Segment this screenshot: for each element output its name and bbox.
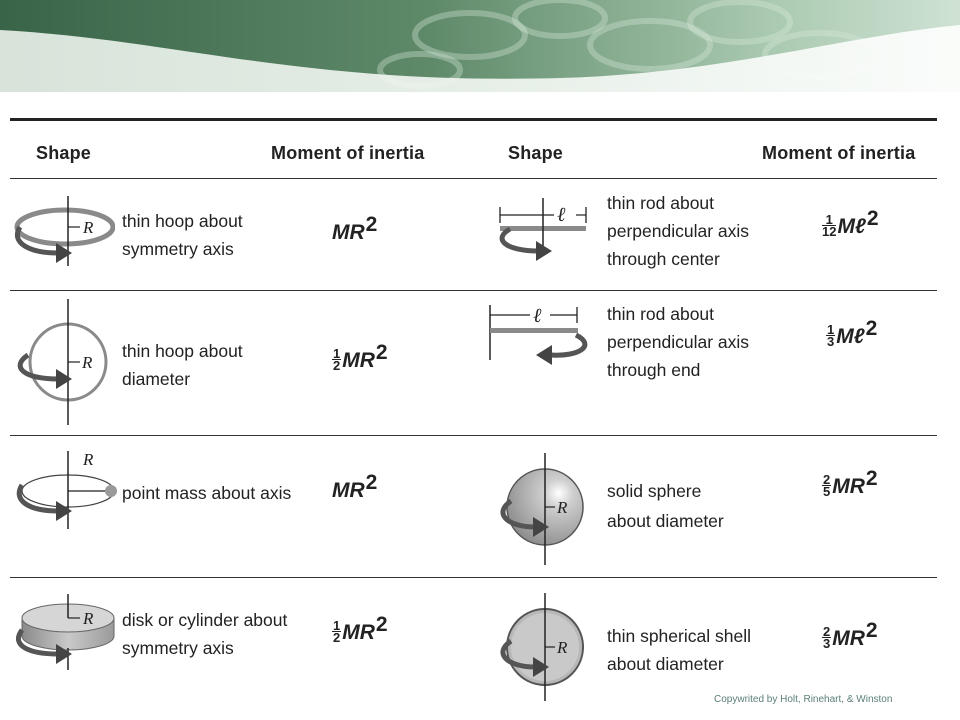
- row1-left-description: thin hoop about symmetry axis: [122, 211, 243, 259]
- solid-sphere-icon: R: [500, 453, 584, 565]
- row-divider: [10, 178, 937, 179]
- spherical-shell-icon: R: [500, 593, 584, 701]
- svg-text:ℓ: ℓ: [557, 204, 566, 226]
- row2-right-description: thin rod about perpendicular axis throug…: [607, 304, 750, 380]
- row1-right-description: thin rod about perpendicular axis throug…: [607, 193, 750, 269]
- moment-of-inertia-table: Shape Moment of inertia Shape Moment of …: [10, 115, 938, 701]
- svg-text:R: R: [556, 638, 568, 657]
- header-moment-left: Moment of inertia: [271, 143, 425, 163]
- header-shape-left: Shape: [36, 143, 92, 163]
- disk-cylinder-icon: R: [16, 594, 115, 670]
- row4-left-description: disk or cylinder about symmetry axis: [122, 610, 288, 658]
- thin-hoop-diameter-icon: R: [17, 299, 108, 425]
- header-shape-right: Shape: [508, 143, 564, 163]
- svg-text:R: R: [82, 450, 94, 469]
- row3-left-formula: MR2: [332, 471, 378, 502]
- row-divider: [10, 435, 937, 436]
- copyright-notice: Copywrited by Holt, Rinehart, & Winston: [714, 694, 893, 705]
- row4-right-description: thin spherical shell about diameter: [607, 626, 751, 674]
- point-mass-icon: R: [16, 450, 117, 529]
- table-top-rule: [10, 118, 937, 121]
- rod-end-icon: ℓ: [489, 305, 588, 365]
- svg-text:R: R: [82, 609, 94, 628]
- row3-right-description: solid sphere about diameter: [607, 481, 724, 531]
- thin-hoop-symmetry-icon: R: [14, 196, 115, 266]
- rod-center-icon: ℓ: [499, 198, 587, 261]
- row2-left-description: thin hoop about diameter: [122, 341, 243, 389]
- svg-text:ℓ: ℓ: [533, 305, 542, 327]
- row3-left-description: point mass about axis: [122, 483, 292, 503]
- svg-text:R: R: [81, 353, 93, 372]
- header-banner: [0, 0, 960, 105]
- svg-text:R: R: [82, 218, 94, 237]
- row-divider: [10, 577, 937, 578]
- header-moment-right: Moment of inertia: [762, 143, 916, 163]
- svg-text:R: R: [556, 498, 568, 517]
- row-divider: [10, 290, 937, 291]
- row1-left-formula: MR2: [332, 213, 378, 244]
